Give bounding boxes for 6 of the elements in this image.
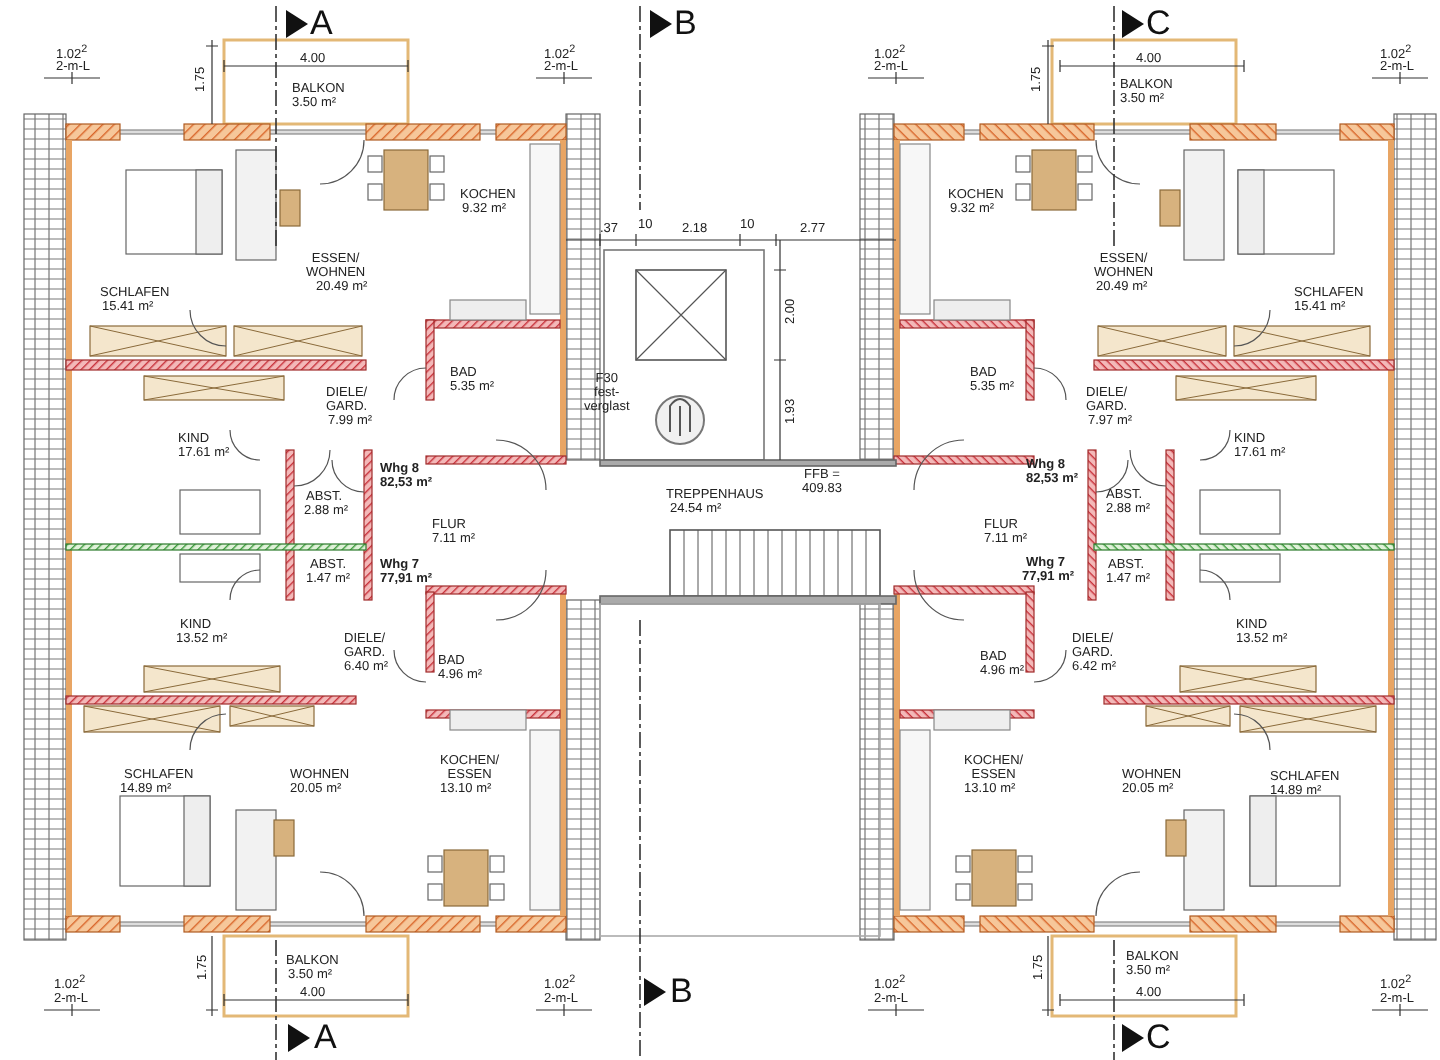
section-letter: B — [674, 6, 697, 40]
section-letter: C — [1146, 6, 1171, 40]
section-letter: B — [670, 974, 693, 1008]
section-letter: A — [310, 6, 333, 40]
section-letter: A — [314, 1020, 337, 1054]
section-letter: C — [1146, 1020, 1171, 1054]
